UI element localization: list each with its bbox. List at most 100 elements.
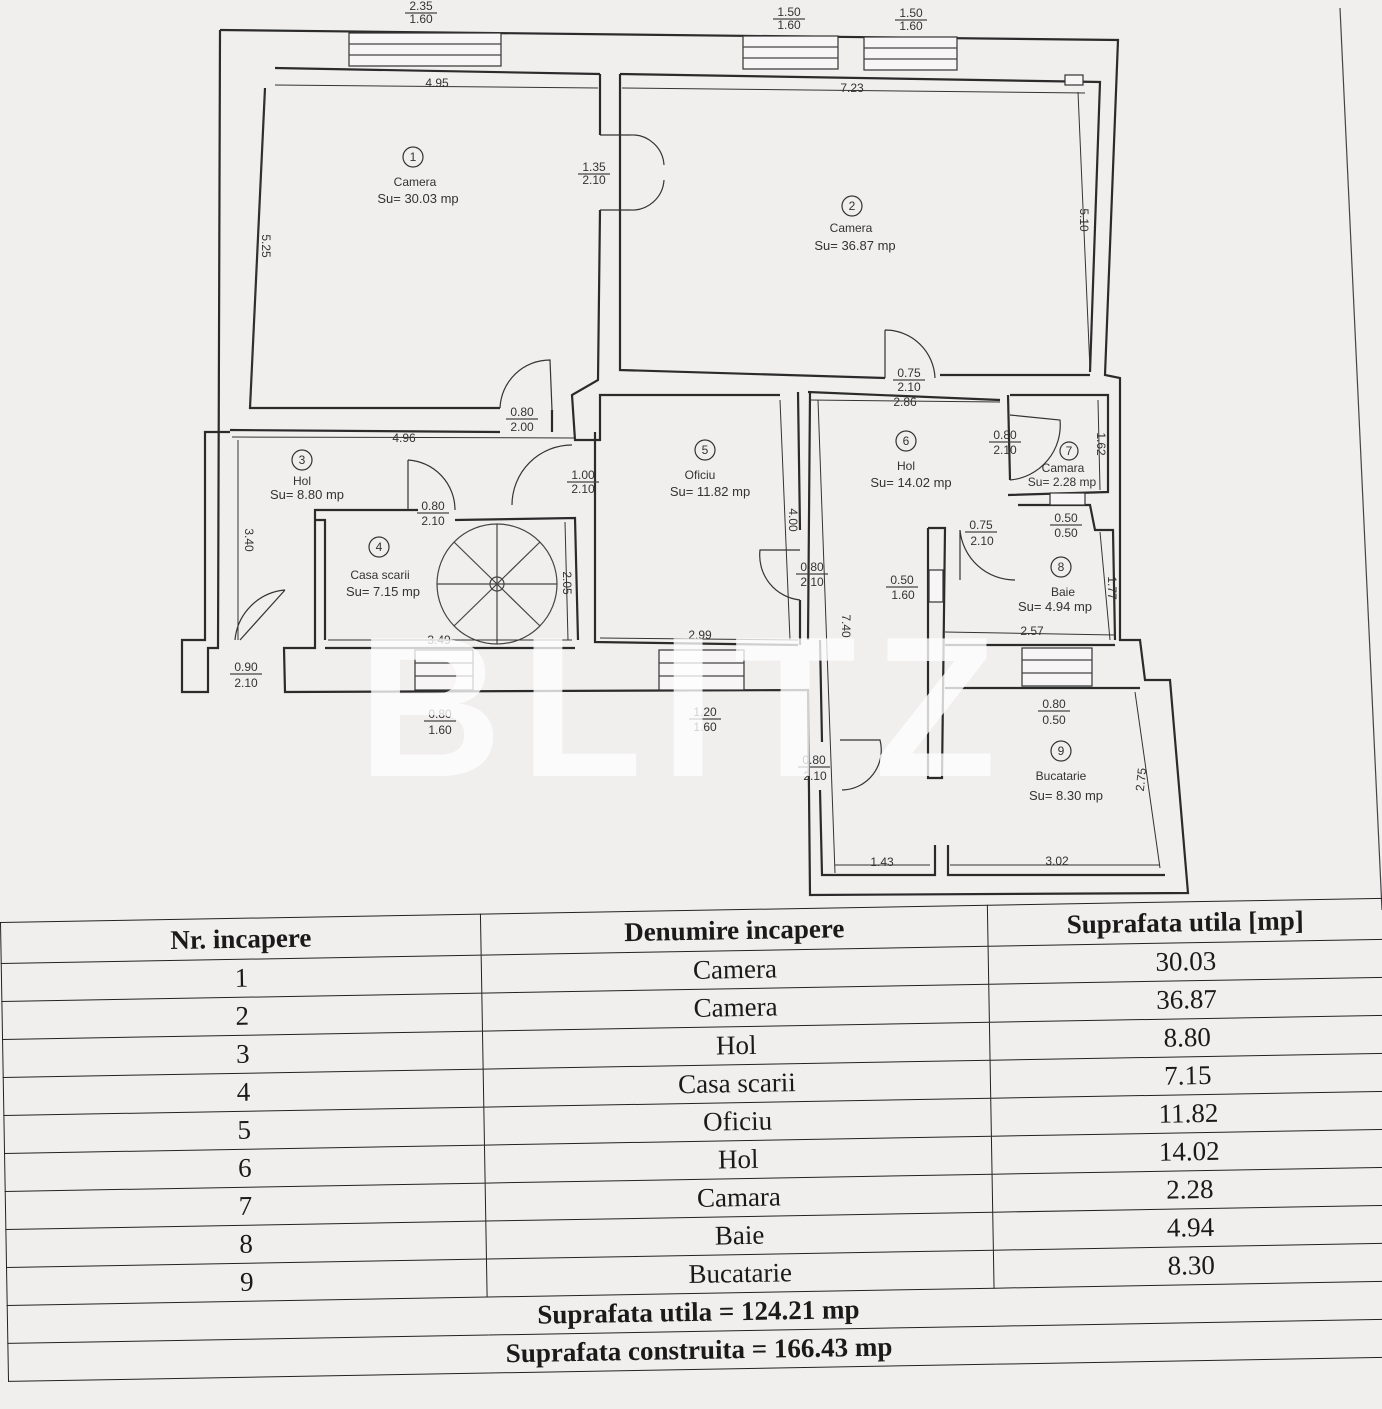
room-1-area: Su= 30.03 mp [377, 191, 458, 206]
opening-4-width: 1.00 [571, 468, 595, 482]
opening-1-height: 2.10 [582, 173, 606, 187]
door-1 [499, 359, 553, 411]
opening-labels: 1.35 2.10 0.75 2.10 0.80 2.00 1.00 2.10 … [230, 160, 1082, 783]
window-3 [863, 36, 958, 71]
dim-1-62: 1.62 [1094, 432, 1108, 456]
room-3-name: Hol [293, 474, 311, 488]
window-3-height: 1.60 [899, 19, 923, 33]
dim-2-75: 2.75 [1133, 767, 1149, 792]
opening-14-width: 0.80 [802, 753, 826, 767]
window-9 [1064, 74, 1084, 86]
window-5 [658, 649, 745, 691]
room-9-name: Bucatarie [1036, 769, 1087, 783]
room-8-name: Baie [1051, 585, 1075, 599]
room-5-name: Oficiu [685, 468, 716, 482]
opening-2-height: 2.10 [897, 380, 921, 394]
dim-4-95: 4.95 [425, 76, 449, 90]
room-4-area: Su= 7.15 mp [346, 584, 420, 599]
door-6 [1009, 414, 1061, 481]
double-door [600, 134, 665, 211]
blitz-watermark: BLITZ [357, 596, 1015, 819]
interior-walls [315, 390, 1165, 877]
opening-2-width: 0.75 [897, 366, 921, 380]
windows [348, 32, 1093, 691]
room-labels: 1 Camera Su= 30.03 mp 2 Camera Su= 36.87… [270, 146, 1103, 803]
window-2-height: 1.60 [777, 18, 801, 32]
opening-6-height: 2.10 [993, 443, 1017, 457]
dim-2-86: 2.86 [893, 395, 917, 409]
room-4-number: 4 [376, 540, 383, 554]
room-2-number: 2 [849, 199, 856, 213]
opening-8-height: 0.50 [1054, 526, 1078, 540]
dim-2-05: 2.05 [560, 571, 574, 595]
room-1-number: 1 [410, 150, 417, 164]
dim-2-57: 2.57 [1020, 624, 1044, 638]
dim-5-10: 5.10 [1077, 208, 1091, 232]
window-4 [414, 649, 474, 691]
dim-5-25: 5.25 [259, 234, 273, 258]
room-5-number: 5 [702, 443, 709, 457]
room-7-area: Su= 2.28 mp [1028, 475, 1097, 489]
opening-7-height: 2.10 [970, 534, 994, 548]
room-3-area: Su= 8.80 mp [270, 487, 344, 502]
opening-11-height: 2.10 [234, 676, 258, 690]
opening-3-height: 2.00 [510, 420, 534, 434]
window-3-width: 1.50 [899, 6, 923, 20]
dim-3-49: 3.49 [427, 633, 451, 647]
window-labels: 2.35 1.60 1.50 1.60 1.50 1.60 [405, 0, 927, 33]
opening-13-height: 1.60 [693, 720, 717, 734]
opening-6-width: 0.80 [993, 428, 1017, 442]
spiral-staircase [436, 523, 558, 645]
door-5 [759, 549, 801, 601]
room-2-name: Camera [830, 221, 873, 235]
dim-4-96: 4.96 [392, 431, 416, 445]
opening-5-height: 2.10 [421, 514, 445, 528]
opening-12-height: 1.60 [428, 723, 452, 737]
room-5-area: Su= 11.82 mp [670, 484, 750, 499]
room-8-number: 8 [1058, 560, 1065, 574]
room-table: Nr. incapere Denumire incapere Suprafata… [0, 898, 1382, 1409]
dim-3-02: 3.02 [1045, 854, 1069, 868]
floor-plan: 2.35 1.60 1.50 1.60 1.50 1.60 1 Camera S… [180, 0, 1382, 911]
room-6-number: 6 [903, 434, 910, 448]
door-3 [407, 459, 456, 511]
opening-11-width: 0.90 [234, 660, 258, 674]
door-9 [234, 589, 286, 641]
room-7-name: Camara [1042, 461, 1085, 475]
room-8-area: Su= 4.94 mp [1018, 599, 1092, 614]
dim-2-99: 2.99 [688, 628, 712, 642]
opening-14-height: 2.10 [803, 769, 827, 783]
room-4-name: Casa scarii [350, 568, 409, 582]
dim-1-77: 1.77 [1105, 576, 1119, 600]
opening-12-width: 0.80 [428, 707, 452, 721]
room-9-number: 9 [1058, 744, 1065, 758]
paper-edge [1339, 7, 1382, 911]
window-1-width: 2.35 [409, 0, 433, 13]
opening-9-height: 2.10 [800, 575, 824, 589]
window-1-height: 1.60 [409, 12, 433, 26]
room-9-area: Su= 8.30 mp [1029, 788, 1103, 803]
window-7 [1049, 492, 1086, 506]
door-8 [840, 739, 882, 791]
room-6-name: Hol [897, 459, 915, 473]
window-1 [348, 32, 502, 67]
door-2 [511, 444, 573, 506]
opening-4-height: 2.10 [571, 482, 595, 496]
dim-3-40: 3.40 [242, 528, 256, 552]
opening-15-width: 0.80 [1042, 697, 1066, 711]
window-2-width: 1.50 [777, 5, 801, 19]
dimension-labels: 4.95 7.23 5.25 5.10 4.96 2.86 1.62 3.40 … [242, 76, 1149, 869]
room-7-number: 7 [1066, 444, 1073, 458]
room-1-name: Camera [394, 175, 437, 189]
opening-9-width: 0.80 [800, 560, 824, 574]
opening-13-width: 1.20 [693, 705, 717, 719]
window-8 [928, 569, 944, 603]
header-suprafata: Suprafata utila [mp] [987, 898, 1382, 947]
door-4 [884, 329, 936, 379]
opening-7-width: 0.75 [969, 518, 993, 532]
opening-8-width: 0.50 [1054, 511, 1078, 525]
room-6-area: Su= 14.02 mp [870, 475, 951, 490]
opening-10-height: 1.60 [891, 588, 915, 602]
room-2-area: Su= 36.87 mp [814, 238, 895, 253]
window-2 [742, 35, 839, 70]
